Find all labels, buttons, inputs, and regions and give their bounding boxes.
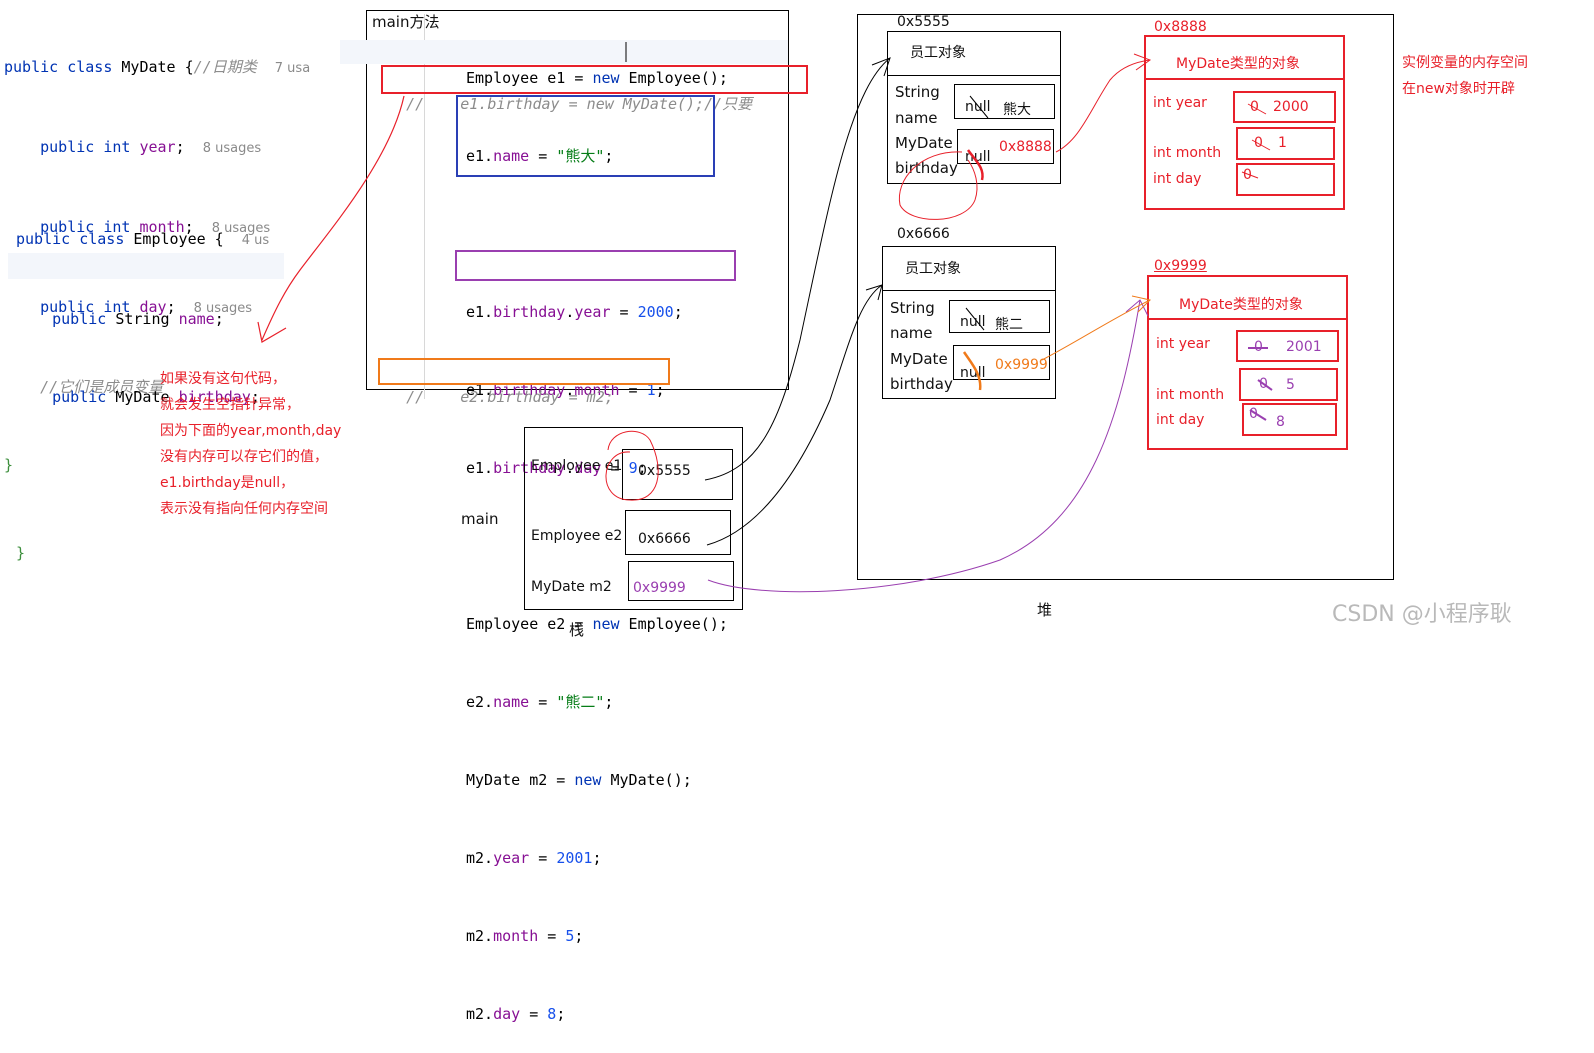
code-line: e2.name = "熊二"; — [466, 693, 614, 711]
date1-year-cell — [1233, 91, 1336, 123]
stack-value-e1: 0x5555 — [638, 463, 691, 479]
date1-month-cell — [1236, 127, 1335, 160]
date2-divider — [1147, 318, 1348, 320]
stack-value-e2: 0x6666 — [638, 531, 691, 547]
stack-var-m2: MyDate m2 — [531, 579, 612, 595]
date2-day-label: int day — [1156, 412, 1205, 428]
stack-frame-label: main — [461, 510, 499, 528]
date2-month-value: 5 — [1286, 377, 1295, 393]
instance-memory-note: 实例变量的内存空间 在new对象时开辟 — [1402, 55, 1528, 97]
emp1-divider — [887, 75, 1061, 76]
date1-day-label: int day — [1153, 171, 1202, 187]
code-line: Employee e1 = new Employee(); — [466, 69, 728, 87]
code-line: public String name; — [52, 310, 224, 328]
code-line — [466, 221, 728, 247]
code-line: public class MyDate {//日期类 7 usa — [4, 58, 311, 76]
code-line: //它们是成员变量 — [40, 378, 164, 396]
current-line-highlight — [8, 253, 284, 279]
main-method-title: main方法 — [372, 13, 440, 31]
date1-year-value: 2000 — [1273, 99, 1309, 115]
date2-year-old: 0 — [1254, 339, 1263, 355]
blue-highlight-box — [456, 95, 715, 177]
date2-year-value: 2001 — [1286, 339, 1322, 355]
purple-highlight-box — [455, 250, 736, 281]
code-line: m2.month = 5; — [466, 927, 584, 945]
emp1-field-name: name — [895, 109, 938, 127]
emp2-divider — [882, 290, 1056, 291]
employee-class-code: public class Employee { 4 us public Stri… — [16, 174, 269, 592]
emp2-birthday-null: null — [960, 365, 986, 381]
code-line: public int day; 8 usages — [40, 298, 253, 316]
code-line: e1.birthday.month = 1; — [466, 381, 665, 399]
emp2-birthday-value: 0x9999 — [995, 357, 1048, 373]
mydate-class-code: public class MyDate {//日期类 7 usa public … — [4, 2, 310, 504]
emp1-birthday-cell — [957, 129, 1054, 164]
red-highlight-box — [381, 65, 808, 94]
stack-value-m2: 0x9999 — [633, 580, 686, 596]
date2-month-cell — [1239, 368, 1338, 401]
code-line: public int month; 8 usages — [40, 218, 271, 236]
emp1-birthday-value: 0x8888 — [999, 139, 1052, 155]
date2-year-label: int year — [1156, 336, 1210, 352]
emp2-address: 0x6666 — [897, 226, 950, 242]
stack-var-e2: Employee e2 — [531, 528, 623, 544]
date2-year-cell — [1236, 330, 1339, 362]
emp1-field-birthday-type: MyDate — [895, 134, 953, 152]
editor-gutter-line — [424, 14, 425, 399]
orange-highlight-box — [378, 358, 670, 385]
code-line: } — [4, 456, 14, 474]
date2-address: 0x9999 — [1154, 258, 1207, 274]
code-line: public class Employee { 4 us — [16, 230, 270, 248]
heap-caption: 堆 — [1037, 601, 1053, 619]
emp2-title: 员工对象 — [905, 261, 961, 277]
emp2-field-name: name — [890, 324, 933, 342]
date1-day-old: 0 — [1243, 167, 1252, 183]
date1-month-old: 0 — [1254, 135, 1263, 151]
date2-day-old: 0 — [1249, 406, 1258, 422]
code-line: } — [16, 544, 26, 562]
code-line: Employee e2 = new Employee(); — [466, 615, 728, 633]
date1-address: 0x8888 — [1154, 19, 1207, 35]
date1-month-label: int month — [1153, 145, 1222, 161]
date2-title: MyDate类型的对象 — [1179, 297, 1303, 313]
date1-month-value: 1 — [1278, 135, 1287, 151]
emp1-name-null: null — [965, 99, 991, 115]
code-line: public MyDate birthday; — [52, 388, 260, 406]
date1-year-label: int year — [1153, 95, 1207, 111]
stack-caption: 栈 — [569, 621, 585, 639]
emp1-title: 员工对象 — [910, 45, 966, 61]
emp2-name-null: null — [960, 314, 986, 330]
commented-assign-line: // e2.birthday = m2; — [406, 388, 614, 406]
watermark: CSDN @小程序耿 — [1332, 602, 1512, 627]
code-line: MyDate m2 = new MyDate(); — [466, 771, 692, 789]
emp2-field-name-type: String — [890, 299, 935, 317]
date2-day-cell — [1242, 403, 1337, 436]
emp1-birthday-null: null — [965, 149, 991, 165]
code-line: public int year; 8 usages — [40, 138, 262, 156]
date2-day-value: 8 — [1276, 414, 1285, 430]
date2-month-old: 0 — [1259, 376, 1268, 392]
date1-year-old: 0 — [1250, 99, 1259, 115]
emp1-name-cell — [954, 84, 1055, 119]
emp1-name-value: 熊大 — [1003, 102, 1031, 118]
stack-var-e1: Employee e1 — [531, 458, 623, 474]
date1-divider — [1144, 78, 1345, 80]
date2-month-label: int month — [1156, 387, 1225, 403]
code-line: e1.name = "熊大"; — [466, 147, 614, 165]
emp1-field-birthday: birthday — [895, 159, 958, 177]
date1-title: MyDate类型的对象 — [1176, 56, 1300, 72]
emp1-field-name-type: String — [895, 83, 940, 101]
date1-day-cell — [1236, 163, 1335, 196]
null-pointer-note: 如果没有这句代码， 就会发生空指针异常， 因为下面的year,month,day… — [160, 371, 342, 517]
emp2-field-birthday-type: MyDate — [890, 350, 948, 368]
emp2-field-birthday: birthday — [890, 375, 953, 393]
emp2-name-value: 熊二 — [995, 317, 1023, 333]
emp1-address: 0x5555 — [897, 14, 950, 30]
date2-object — [1147, 275, 1348, 450]
code-line: m2.day = 8; — [466, 1005, 566, 1023]
code-line: m2.year = 2001; — [466, 849, 602, 867]
code-line: e1.birthday.year = 2000; — [466, 303, 683, 321]
